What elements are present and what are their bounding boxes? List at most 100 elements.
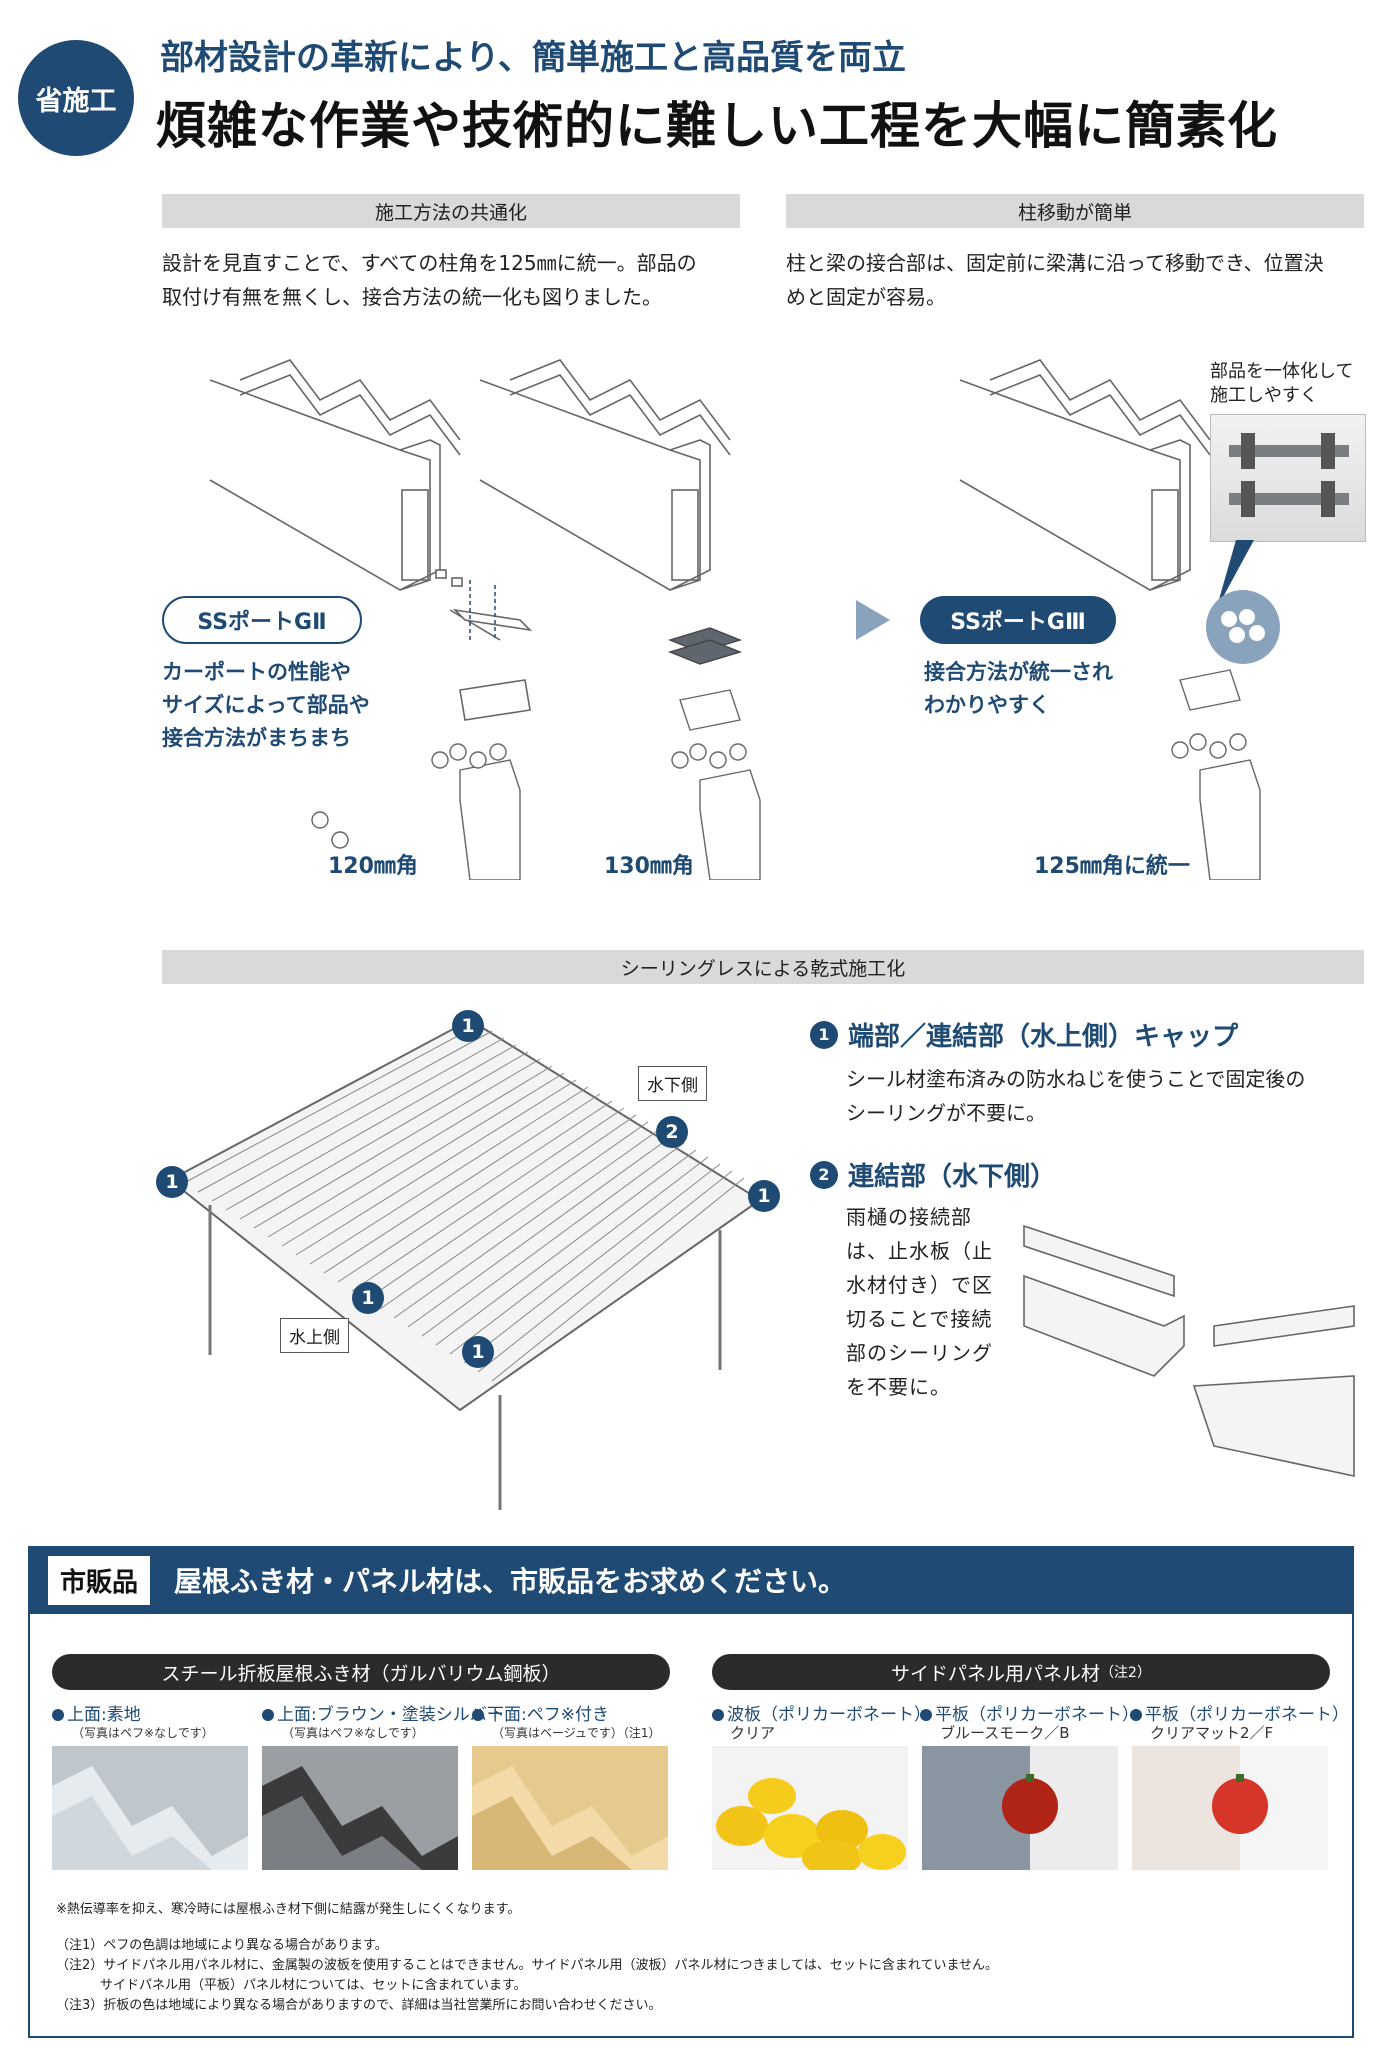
product-sub-4: クリア [730,1724,776,1742]
product-name: 下面:ペフ※付き [487,1705,609,1725]
carport-roof-illustration [168,1018,762,1510]
market-header: 市販品 屋根ふき材・パネル材は、市販品をお求めください。 [28,1546,1354,1614]
bullet-icon [712,1709,724,1721]
parts-photo [1210,414,1366,542]
product-name: 上面:ブラウン・塗装シルバー [277,1705,504,1725]
text-line: 施工しやすく [1210,385,1318,406]
text-line: 雨樋の接続部 [846,1205,972,1229]
section-badge: 省施工 [18,40,134,156]
corrugated-silver-image [52,1766,248,1870]
note-3: （注3）折板の色は地域により異なる場合がありますので、詳細は当社営業所にお問い合… [56,1998,662,2013]
arrow-right-icon [856,600,890,640]
swatch-bare-steel [52,1746,248,1870]
beam-joint-illustration-3 [959,359,1261,880]
side-panel-pill-label: サイドパネル用パネル材 [891,1662,1101,1685]
marker-1-left: 1 [156,1166,188,1198]
product-name: 上面:素地 [67,1705,141,1725]
feature-1-title: 端部／連結部（水上側）キャップ [848,1022,1239,1052]
bolt-icon [1221,609,1265,643]
beam-joint-illustration-1 [209,359,533,880]
text-line: めと固定が容易。 [786,285,946,309]
text-line: シール材塗布済みの防水ねじを使うことで固定後の [846,1067,1306,1091]
lemons-image [716,1778,906,1870]
note-pef: ※熱伝導率を抑え、寒冷時には屋根ふき材下側に結露が発生しにくくなります。 [56,1902,521,1917]
bar-easy-column: 柱移動が簡単 [786,194,1364,228]
gutter-illustration [1023,1224,1355,1477]
corrugated-dark-image [262,1766,458,1870]
text-line: サイズによって部品や [162,693,370,717]
tomato-smoke-image [1002,1774,1058,1834]
product-sub-1: （写真はペフ※なしです） [72,1726,214,1740]
product-sub-3: （写真はベージュです）（注1） [492,1726,661,1740]
easy-column-text: 柱と梁の接合部は、固定前に梁溝に沿って移動でき、位置決 めと固定が容易。 [786,246,1366,314]
text-line: 部品を一体化して [1210,361,1354,382]
text-line: 接合方法がまちまち [162,726,351,750]
page-title: 煩雑な作業や技術的に難しい工程を大幅に簡素化 [156,97,1278,155]
text-line: カーポートの性能や [162,660,351,684]
bar-sealingless: シーリングレスによる乾式施工化 [162,950,1364,984]
product-label-2: 上面:ブラウン・塗装シルバー [262,1700,504,1725]
bullet-icon [472,1709,484,1721]
swatch-brown-silver [262,1746,458,1870]
marker-2: 2 [656,1116,688,1148]
swatch-blue-smoke [922,1746,1118,1870]
product-label-4: 波板（ポリカーボネート） [712,1700,931,1725]
size-label-120: 120㎜角 [328,854,418,879]
feature-2-title: 連結部（水下側） [848,1162,1057,1192]
market-title: 屋根ふき材・パネル材は、市販品をお求めください。 [174,1565,847,1598]
text-line: を不要に。 [846,1375,951,1399]
bullet-icon [262,1709,274,1721]
feature-2-number: 2 [810,1160,838,1189]
text-line: 部のシーリング [846,1341,993,1365]
page-subtitle: 部材設計の革新により、簡単施工と高品質を両立 [160,38,906,78]
callout-pointer [1216,540,1254,610]
label-water-high: 水上側 [280,1318,349,1353]
product-name: 波板（ポリカーボネート） [727,1705,931,1725]
bullet-icon [1130,1709,1142,1721]
common-method-text: 設計を見直すことで、すべての柱角を125㎜に統一。部品の 取付け有無を無くし、接… [162,246,762,314]
text-line: わかりやすく [924,693,1050,717]
text-line: 切ることで接続 [846,1307,993,1331]
callout-text: 部品を一体化して 施工しやすく [1210,360,1353,408]
product-label-5: 平板（ポリカーボネート） [920,1700,1139,1725]
marker-1-front: 1 [352,1282,384,1314]
product-label-6: 平板（ポリカーボネート） [1130,1700,1349,1725]
product-sub-6: クリアマット2／F [1150,1724,1274,1742]
text-line: は、止水板（止 [846,1239,993,1263]
feature-1-number: 1 [810,1020,838,1049]
side-panel-pill: サイドパネル用パネル材 （注2） [712,1654,1330,1690]
feature-2-text: 雨樋の接続部 は、止水板（止 水材付き）で区 切ることで接続 部のシーリング を… [846,1200,993,1404]
bar-common-method: 施工方法の共通化 [162,194,740,228]
market-panel [28,1614,1354,2038]
note-2b: サイドパネル用（平板）パネル材については、セットに含まれています。 [100,1978,527,1993]
product-label-3: 下面:ペフ※付き [472,1700,609,1725]
g3-description: 接合方法が統一され わかりやすく [924,656,1113,722]
size-label-125: 125㎜角に統一 [1034,854,1190,879]
ss-port-g3-pill: SSポートGⅢ [920,596,1116,644]
feature-2-heading: 2 連結部（水下側） [810,1156,1056,1193]
size-label-130: 130㎜角 [604,854,694,879]
text-line: 取付け有無を無くし、接合方法の統一化も図りました。 [162,285,662,309]
text-line: シーリングが不要に。 [846,1101,1046,1125]
marker-1-bottom: 1 [462,1336,494,1368]
tomato-matte-image [1212,1774,1268,1834]
bolt-parts-image [1229,433,1349,517]
bullet-icon [52,1709,64,1721]
product-sub-2: （写真はペフ※なしです） [282,1726,424,1740]
note-1: （注1）ペフの色調は地域により異なる場合があります。 [56,1938,388,1953]
bullet-icon [920,1709,932,1721]
text-line: 接合方法が統一され [924,660,1113,684]
swatch-corrugated-clear [712,1746,908,1870]
steel-roof-pill: スチール折板屋根ふき材（ガルバリウム鋼板） [52,1654,670,1690]
product-label-1: 上面:素地 [52,1700,141,1725]
bolt-zoom-circle [1206,590,1280,664]
label-water-low: 水下側 [638,1066,707,1101]
swatch-pef-beige [472,1746,668,1870]
swatch-clear-matte [1132,1746,1328,1870]
beam-joint-illustration-2 [479,359,761,880]
side-panel-pill-note: （注2） [1100,1665,1151,1681]
market-tag: 市販品 [48,1555,151,1605]
corrugated-beige-image [472,1766,668,1870]
text-line: 柱と梁の接合部は、固定前に梁溝に沿って移動でき、位置決 [786,251,1324,275]
text-line: 水材付き）で区 [846,1273,993,1297]
